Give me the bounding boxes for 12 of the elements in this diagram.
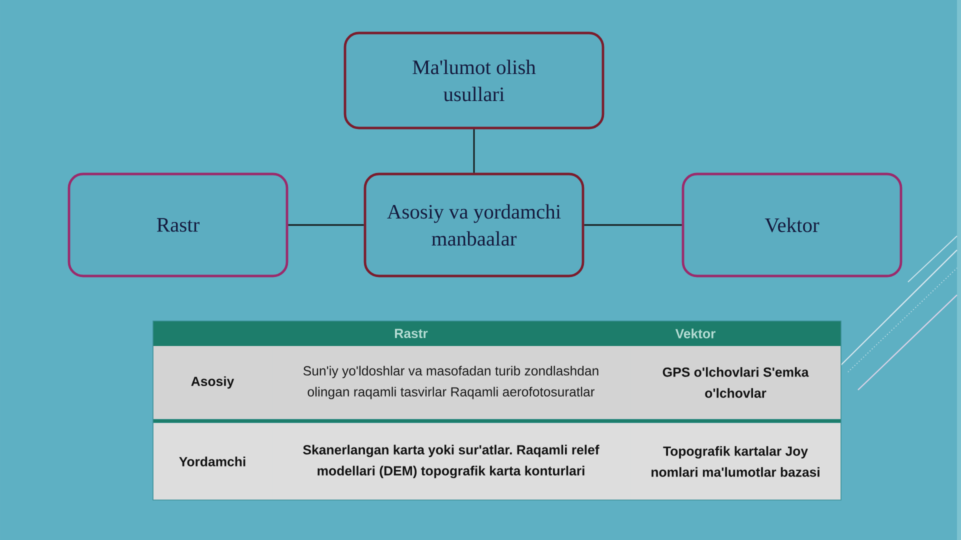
- table-text: Yordamchi: [153, 423, 272, 500]
- concept-box: Rastr: [68, 172, 288, 278]
- connector-line: [288, 224, 364, 226]
- concept-box: Vektor: [682, 172, 902, 278]
- column-header: Vektor: [550, 321, 841, 346]
- table-text: Topografik kartalar Joy nomlari ma'lumotlar bazasi: [630, 423, 841, 500]
- table-text: Asosiy: [153, 346, 272, 419]
- concept-box: Ma'lumot olish usullari: [344, 32, 604, 130]
- connector-line: [473, 129, 475, 173]
- connector-line: [584, 224, 682, 226]
- concept-box: Asosiy va yordamchi manbaalar: [364, 172, 584, 278]
- table-text: GPS o'lchovlari S'emka o'lchovlar: [630, 346, 841, 419]
